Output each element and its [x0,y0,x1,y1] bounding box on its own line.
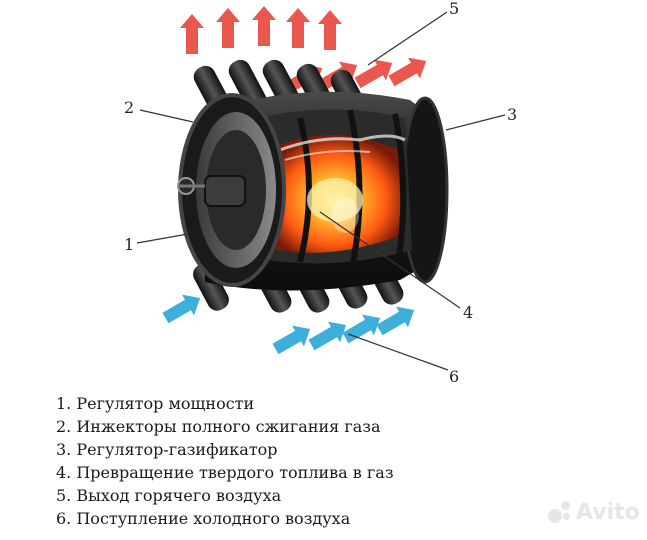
legend-item-6: 6. Поступление холодного воздуха [56,509,351,528]
hot-air-arrow [180,14,204,54]
hot-air-arrow [252,6,276,46]
door-handle [204,175,246,207]
stove-diagram: 1 2 3 4 5 6 [124,0,517,386]
callout-2: 2 [124,98,134,117]
legend-item-4: 4. Превращение твердого топлива в газ [56,463,394,482]
stove-front [177,93,286,287]
legend-item-5: 5. Выход горячего воздуха [56,486,282,505]
hot-air-arrow [354,59,393,89]
hot-air-arrow [318,10,342,50]
cold-air-arrow [376,306,415,336]
leader-line-5 [367,11,448,66]
leader-line-1 [136,233,189,244]
hot-air-arrow [286,8,310,48]
legend: 1. Регулятор мощности 2. Инжекторы полно… [56,392,394,530]
callout-5: 5 [449,0,459,18]
callout-4: 4 [463,303,473,322]
legend-item-1: 1. Регулятор мощности [56,394,255,413]
leader-line-6 [347,333,449,371]
rear-ring [401,96,449,284]
hot-air-arrow [216,8,240,48]
leader-lines [136,11,506,371]
callout-3: 3 [507,105,517,124]
cold-air-arrows [162,294,415,355]
watermark-text: Avito [576,500,640,525]
callout-6: 6 [449,367,459,386]
cold-air-arrow [272,325,311,355]
leader-line-2 [139,109,194,123]
avito-logo-icon [548,500,572,525]
pipe [193,263,229,311]
callout-1: 1 [124,235,134,254]
cold-air-arrow [342,314,381,344]
legend-item-2: 2. Инжекторы полного сжигания газа [56,417,381,436]
cold-air-arrow [162,294,201,324]
hot-air-arrow [388,57,427,87]
legend-item-3: 3. Регулятор-газификатор [56,440,278,459]
cold-air-arrow [308,321,347,351]
leader-line-4 [319,211,461,309]
leader-line-3 [445,114,506,131]
avito-watermark: Avito [548,500,640,525]
